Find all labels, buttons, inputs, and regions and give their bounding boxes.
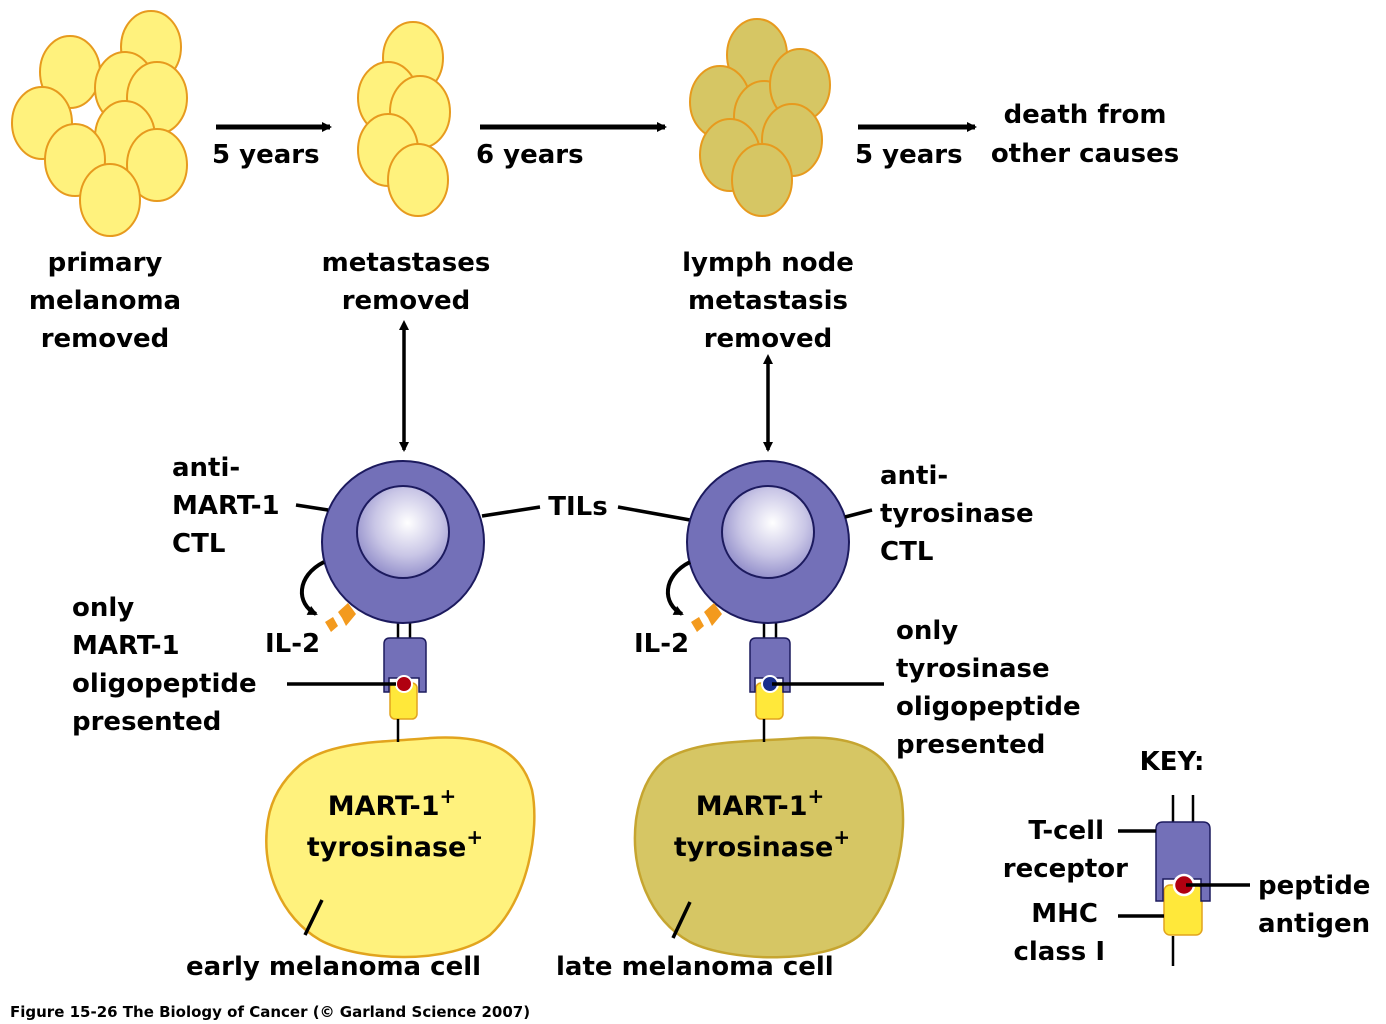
key-peptide-line-1: peptide [1258,871,1370,901]
key-peptide-line-2: antigen [1258,909,1370,939]
ctl-left [265,460,536,959]
antigen-left-1: MART-1+ [328,784,457,822]
stage-2-line-1: metastases [322,248,491,278]
stage-1-line-3: removed [41,324,170,354]
tumor-cell [79,163,141,237]
il2-left-label: IL-2 [265,629,320,659]
lymph-node-metastasis-cluster [689,18,831,217]
antigen-left-2-name: tyrosinase [307,832,467,863]
tcr-left [383,637,427,693]
key-legend: KEY: T-cell receptor MHC class I peptide… [1003,747,1371,967]
interval-label-3: 5 years [855,140,963,170]
tcr-right [749,637,791,693]
cell-right-label: late melanoma cell [556,952,834,982]
antigen-left-1-name: MART-1 [328,791,440,822]
cell-left-label: early melanoma cell [186,952,481,982]
il2-icon-right [691,603,722,632]
tils-label: TILs [548,492,607,522]
key-tcr [1155,821,1211,902]
stage-3-line-1: lymph node [682,248,854,278]
ctl-left-line-1: anti- [172,453,240,483]
ctl-right-line-1: anti- [880,461,948,491]
tils-leader-left [481,505,541,518]
cell-left-leader [303,899,324,936]
tumor-cell [731,143,793,217]
antigen-left-1-sign: + [440,784,457,808]
key-title: KEY: [1140,747,1205,777]
primary-melanoma-cluster [11,10,188,237]
ctl-right-line-3: CTL [880,537,933,567]
il2-right-label: IL-2 [634,629,689,659]
stage-1-line-2: melanoma [29,286,181,316]
tils-leader-right [617,505,691,522]
il2-icon-left [325,603,356,632]
presented-right-line-4: presented [896,730,1045,760]
stage-3-line-3: removed [704,324,833,354]
key-mhc-line-1: MHC [1031,899,1098,929]
presented-right-line-1: only [896,616,958,646]
tumor-cell [387,143,449,217]
stage-3-line-2: metastasis [688,286,848,316]
figure-caption: Figure 15-26 The Biology of Cancer (© Ga… [10,1003,530,1021]
peptide-left [395,675,413,693]
ctl-right-leader [844,508,873,519]
antigen-right-2: tyrosinase+ [674,825,850,863]
cell-right-leader [671,901,692,939]
presented-right-line-2: tyrosinase [896,654,1050,684]
metastases-cluster [357,21,451,217]
ctl-left-line-2: MART-1 [172,491,280,521]
outcome-line-1: death from [1004,100,1167,130]
presented-left-line-4: presented [72,707,221,737]
antigen-right-2-name: tyrosinase [674,832,834,863]
antigen-left-2: tyrosinase+ [307,825,483,863]
ctl-right [633,460,905,959]
key-tcr-line-1: T-cell [1028,816,1104,846]
antigen-right-1-name: MART-1 [696,791,808,822]
il2-arrow-right [666,560,691,616]
antigen-right-2-sign: + [833,825,850,849]
melanoma-cell-left [265,736,536,959]
interval-label-2: 6 years [476,140,584,170]
ctl-right-line-2: tyrosinase [880,499,1034,529]
ctl-nucleus-right [721,485,815,579]
outcome-line-2: other causes [991,139,1179,169]
antigen-right-1: MART-1+ [696,784,825,822]
presented-left-line-2: MART-1 [72,631,180,661]
presented-left-line-3: oligopeptide [72,669,257,699]
antigen-left-2-sign: + [466,825,483,849]
antigen-right-1-sign: + [808,784,825,808]
ctl-left-leader [295,503,329,512]
key-tcr-line-2: receptor [1003,854,1128,884]
ctl-nucleus-left [356,485,450,579]
interval-label-1: 5 years [212,140,320,170]
presented-right-line-3: oligopeptide [896,692,1081,722]
stage-2-line-2: removed [342,286,471,316]
melanoma-cell-right [633,736,905,959]
key-mhc-line-2: class I [1013,937,1105,967]
presented-left-line-1: only [72,593,134,623]
tumor-cell [126,128,188,202]
stage-1-line-1: primary [48,248,163,278]
il2-arrow-left [300,560,325,616]
ctl-left-line-3: CTL [172,529,225,559]
